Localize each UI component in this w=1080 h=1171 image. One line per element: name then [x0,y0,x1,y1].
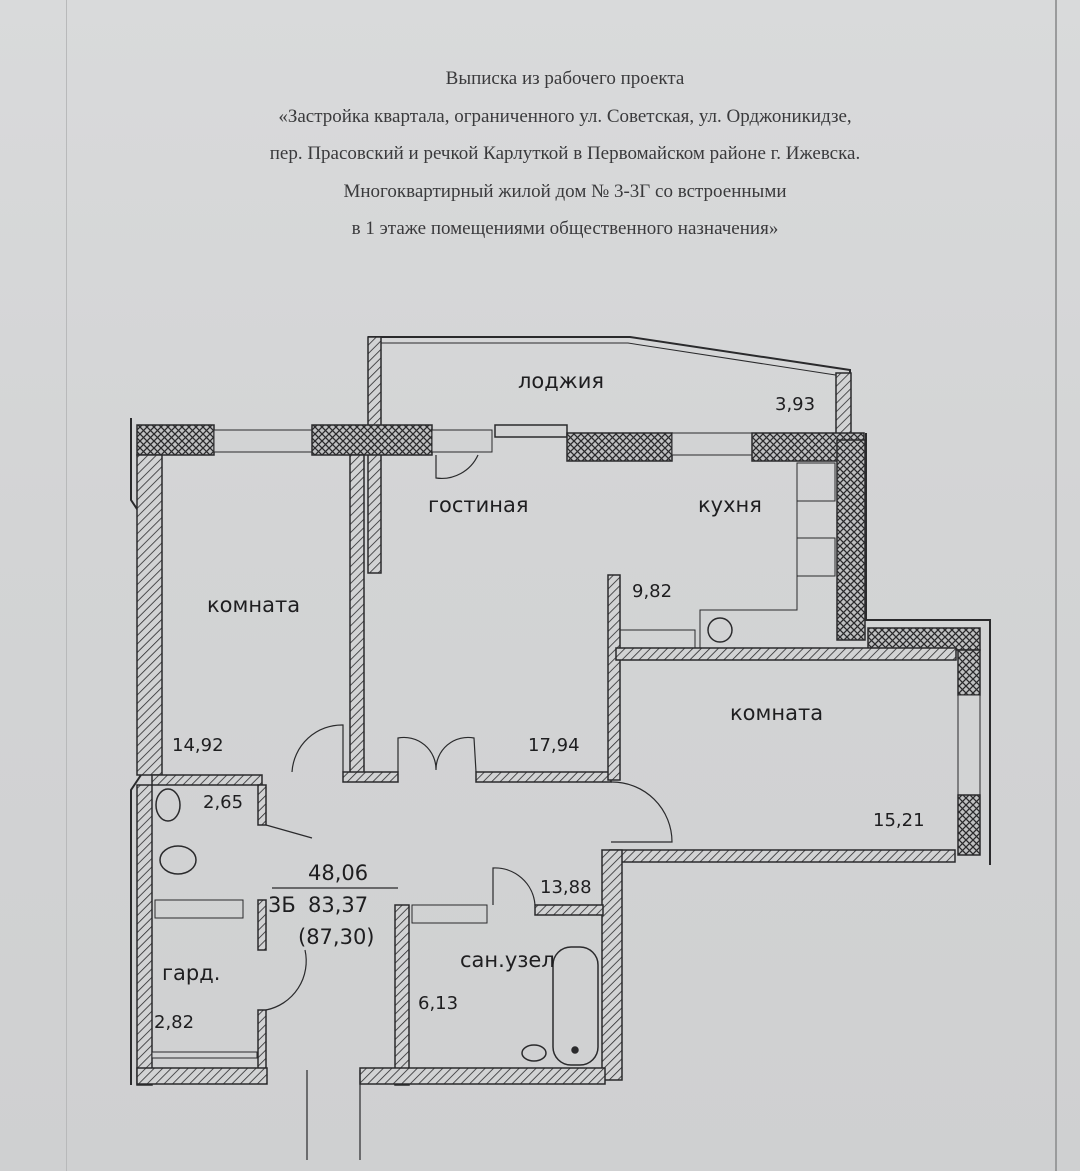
total-area: 83,37 [308,893,368,917]
room-label-wardrobe: гард. [162,961,220,985]
area-loggia: 3,93 [775,394,815,415]
area-wardrobe: 2,82 [154,1012,194,1033]
area-hall: 13,88 [540,877,592,898]
header-line-4: Многоквартирный жилой дом № 3-3Г со встр… [343,180,787,202]
page-fold-line [1055,0,1057,1171]
document-header: Выписка из рабочего проекта «Застройка к… [150,60,980,248]
living-area-total: 48,06 [308,861,368,885]
room-label-living: гостиная [428,493,529,517]
apartment-type: 3Б [268,893,296,917]
room-label-loggia: лоджия [518,369,604,393]
area-toilet: 2,65 [203,792,243,813]
area-room-left: 14,92 [172,735,224,756]
walls [130,336,991,1160]
header-line-3: пер. Прасовский и речкой Карлуткой в Пер… [269,143,861,164]
header-line-2: «Застройка квартала, ограниченного ул. С… [278,105,852,127]
room-label-kitchen: кухня [698,493,762,517]
room-label-right: комната [730,701,823,725]
area-room-right: 15,21 [873,810,925,831]
area-kitchen: 9,82 [632,581,672,602]
area-bathroom: 6,13 [418,993,458,1014]
header-line-1: Выписка из рабочего проекта [445,68,685,89]
header-line-5: в 1 этаже помещениями общественного назн… [351,218,779,239]
room-label-left: комната [207,593,300,617]
area-living: 17,94 [528,735,580,756]
total-area-with-loggia: (87,30) [298,925,375,949]
page-left-edge [66,0,67,1171]
room-label-bathroom: сан.узел [460,948,555,972]
